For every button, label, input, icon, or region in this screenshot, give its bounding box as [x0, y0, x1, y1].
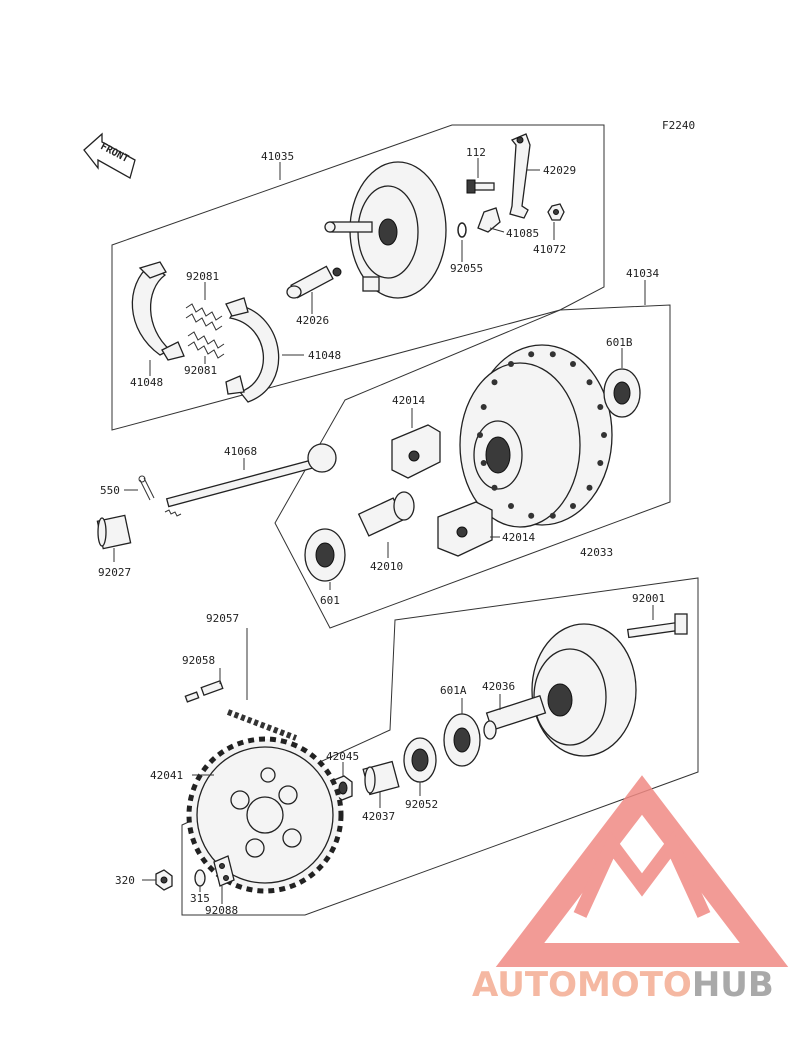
spoke-hole [480, 460, 487, 466]
brake-panel-part [324, 161, 447, 299]
spoke-holes [477, 351, 607, 519]
label-92058: 92058 [182, 654, 215, 667]
collar-42037-part [362, 760, 400, 796]
lock-plate-92088-part [213, 855, 235, 887]
label-42036: 42036 [482, 680, 515, 693]
bearing-601a-part [443, 713, 481, 767]
bearing-601b-part [603, 368, 641, 418]
wheel-hub-part [459, 344, 613, 528]
spoke-hole [491, 484, 498, 491]
label-41034: 41034 [626, 267, 659, 280]
shaft-42036-part [483, 694, 547, 740]
label-92027: 92027 [98, 566, 131, 579]
spoke-hole [570, 503, 576, 509]
label-92088: 92088 [205, 904, 238, 917]
bearing-601-part [304, 528, 346, 582]
brake-shoe-right-part [228, 304, 280, 403]
part-labels: 41035 112 42029 41085 41072 92055 42026 … [98, 146, 665, 917]
spoke-hole [480, 404, 487, 410]
spoke-hole [477, 432, 483, 438]
label-92001: 92001 [632, 592, 665, 605]
label-601a: 601A [440, 684, 467, 697]
label-41048-left: 41048 [130, 376, 163, 389]
label-41072: 41072 [533, 243, 566, 256]
label-42026: 42026 [296, 314, 329, 327]
sprocket-42041-part [186, 736, 344, 894]
damper-upper-part [391, 424, 441, 479]
spoke-hole [549, 512, 556, 519]
spoke-hole [597, 404, 604, 410]
label-92052: 92052 [405, 798, 438, 811]
brake-shoe-left-part [131, 264, 172, 356]
brake-group-frame [111, 124, 605, 431]
washer-315-part [194, 869, 206, 887]
spoke-hole [508, 361, 514, 367]
chain-joint-92058-part [184, 679, 224, 703]
rear-sprocket-group-frame [181, 577, 699, 916]
diagram-code: F2240 [662, 119, 695, 132]
label-41068: 41068 [224, 445, 257, 458]
spoke-hole [601, 432, 607, 438]
seal-92052-part [403, 737, 437, 783]
nut-320-part [155, 869, 173, 891]
label-315: 315 [190, 892, 210, 905]
bolt-92001-part [626, 613, 688, 639]
indicator-plate-part [477, 207, 501, 233]
label-41048-right: 41048 [308, 349, 341, 362]
label-42037: 42037 [362, 810, 395, 823]
label-41085: 41085 [506, 227, 539, 240]
label-112: 112 [466, 146, 486, 159]
label-42041: 42041 [150, 769, 183, 782]
cotter-pin-550-part [138, 475, 155, 501]
brake-lever-part [509, 133, 531, 219]
chain-92057-part [226, 709, 298, 741]
spoke-hole [549, 351, 556, 358]
leader-lines [113, 158, 654, 904]
watermark-part1: AUTOMOTO [472, 965, 692, 1005]
label-92055: 92055 [450, 262, 483, 275]
spoke-hole [597, 460, 604, 466]
spoke-hole [491, 379, 498, 386]
label-320: 320 [115, 874, 135, 887]
bolt-112-part [466, 179, 495, 194]
label-92057: 92057 [206, 612, 239, 625]
label-601b: 601B [606, 336, 633, 349]
label-92081-lower: 92081 [184, 364, 217, 377]
collar-92027-part [96, 514, 132, 550]
watermark-logo [495, 775, 789, 967]
axle-41068-part [164, 443, 337, 517]
o-ring-92055-part [457, 222, 467, 238]
label-41035: 41035 [261, 150, 294, 163]
label-42029: 42029 [543, 164, 576, 177]
label-550: 550 [100, 484, 120, 497]
front-arrow-icon: FRONT [83, 132, 136, 179]
watermark-part2: HUB [692, 965, 774, 1005]
damper-lower-part [437, 501, 493, 557]
brake-cam-part [286, 265, 342, 299]
wheel-hub-group-frame [274, 304, 671, 629]
spoke-hole [586, 484, 593, 491]
spoke-hole [528, 512, 535, 519]
label-42010: 42010 [370, 560, 403, 573]
label-42014-upper: 42014 [392, 394, 425, 407]
spring-lower-part [187, 331, 225, 359]
spoke-hole [586, 379, 593, 386]
label-601: 601 [320, 594, 340, 607]
label-42033: 42033 [580, 546, 613, 559]
spoke-hole [528, 351, 535, 358]
spoke-hole [508, 503, 514, 509]
label-42014-lower: 42014 [502, 531, 535, 544]
nut-41072-part [547, 203, 565, 221]
coupling-42033-part [531, 623, 637, 757]
watermark-text: AUTOMOTOHUB [472, 965, 774, 1005]
spacer-42010-part [357, 491, 415, 537]
spoke-hole [570, 361, 576, 367]
label-92081-upper: 92081 [186, 270, 219, 283]
spring-upper-part [185, 303, 223, 331]
label-42045: 42045 [326, 750, 359, 763]
